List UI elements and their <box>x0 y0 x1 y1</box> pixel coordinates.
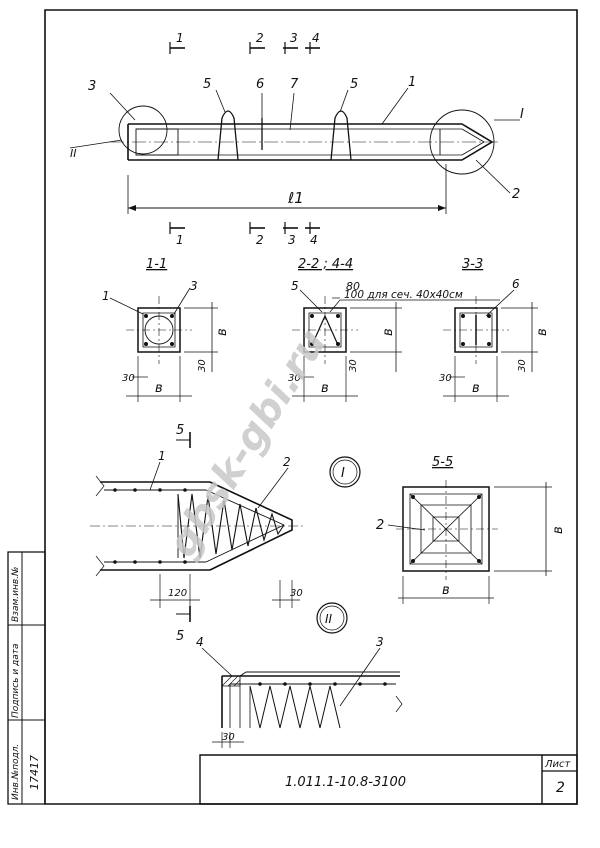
sheet-number: 2 <box>556 780 565 796</box>
main-node-I: I <box>520 107 524 122</box>
replace-label: Взам.инв.№ <box>11 567 21 622</box>
section-2-2-bars <box>310 314 340 346</box>
dI-dim-120: 120 <box>168 588 187 599</box>
s33-pos-6: 6 <box>512 277 520 291</box>
section-5-5 <box>388 480 552 604</box>
s11-dim-side: в <box>215 328 230 336</box>
s22-title: 2-2 ; 4-4 <box>298 257 353 272</box>
main-pos-3: 3 <box>88 79 96 94</box>
s11-pos-3: 3 <box>190 279 198 293</box>
section-1-1 <box>110 288 218 402</box>
sheet-label: Лист <box>544 759 572 770</box>
s33-dim-30b: 30 <box>517 359 528 372</box>
cut-top-4: 4 <box>312 31 320 45</box>
s11-dim-30b: 30 <box>197 359 208 372</box>
detail-I <box>90 432 360 622</box>
s22-pos-5: 5 <box>291 279 299 293</box>
dII-dim-30: 30 <box>222 732 235 743</box>
dII-node: II <box>325 612 333 626</box>
s11-dim-30a: 30 <box>122 373 135 384</box>
detail-II-bars <box>258 682 387 686</box>
s33-title: 3-3 <box>462 257 483 272</box>
dI-node: I <box>341 466 345 481</box>
main-pos-7: 7 <box>290 77 299 92</box>
s33-dim-30a: 30 <box>439 373 452 384</box>
sign-label: Подпись и дата <box>11 643 21 718</box>
main-node-II: II <box>70 147 77 160</box>
dI-dim-30: 30 <box>290 588 303 599</box>
inv-no-label: Инв.№подл. <box>11 744 21 800</box>
section-3-3 <box>443 290 538 402</box>
dI-pos-1: 1 <box>158 449 166 463</box>
cut-bottom-4: 4 <box>310 233 318 247</box>
main-length-label: ℓ1 <box>287 189 304 207</box>
cut-top-3: 3 <box>290 31 298 45</box>
dI-cut-bottom: 5 <box>176 629 184 644</box>
main-view <box>70 42 520 234</box>
s11-dim-b: в <box>155 381 163 396</box>
inv-no-value: 17417 <box>28 755 41 790</box>
cut-bottom-2: 2 <box>256 233 264 247</box>
dI-pos-2: 2 <box>283 455 291 469</box>
s55-dim-side: в <box>551 526 566 534</box>
watermark-text: gbsk-gbi.ru <box>159 322 335 566</box>
sheet-frame <box>8 10 577 804</box>
section-3-3-bars <box>461 314 491 346</box>
main-pos-5a: 5 <box>203 77 211 92</box>
s11-pos-1: 1 <box>102 289 110 303</box>
main-pos-1: 1 <box>408 75 416 90</box>
s22-dim-80: 80 <box>346 280 360 293</box>
cut-bottom-1: 1 <box>176 233 184 247</box>
s55-pos-2: 2 <box>376 518 384 533</box>
main-pos-6: 6 <box>256 77 264 92</box>
s55-dim-b: в <box>442 583 450 598</box>
cut-bottom-3: 3 <box>288 233 296 247</box>
s11-title: 1-1 <box>146 257 167 272</box>
s33-dim-side: в <box>535 328 550 336</box>
main-pos-2: 2 <box>512 187 520 202</box>
s22-dim-30a: 30 <box>288 373 301 384</box>
s22-note: 100 для сеч. 40х40см <box>344 289 463 301</box>
section-2-2 <box>292 290 500 402</box>
dII-pos-4: 4 <box>196 635 204 649</box>
s22-dim-side: в <box>381 328 396 336</box>
cut-top-1: 1 <box>176 31 184 45</box>
section-5-5-bars <box>411 495 481 563</box>
detail-I-bars <box>113 488 187 564</box>
main-pos-5b: 5 <box>350 77 358 92</box>
s33-dim-b: в <box>472 381 480 396</box>
s22-dim-30b: 30 <box>348 359 359 372</box>
drawing-number: 1.011.1-10.8-3100 <box>285 775 406 790</box>
cut-top-2: 2 <box>256 31 264 45</box>
detail-II <box>202 603 402 748</box>
dII-pos-3: 3 <box>376 635 384 649</box>
s55-title: 5-5 <box>432 455 453 470</box>
s22-dim-b: в <box>321 381 329 396</box>
section-1-1-bars <box>144 314 174 346</box>
dI-cut-top: 5 <box>176 423 184 438</box>
